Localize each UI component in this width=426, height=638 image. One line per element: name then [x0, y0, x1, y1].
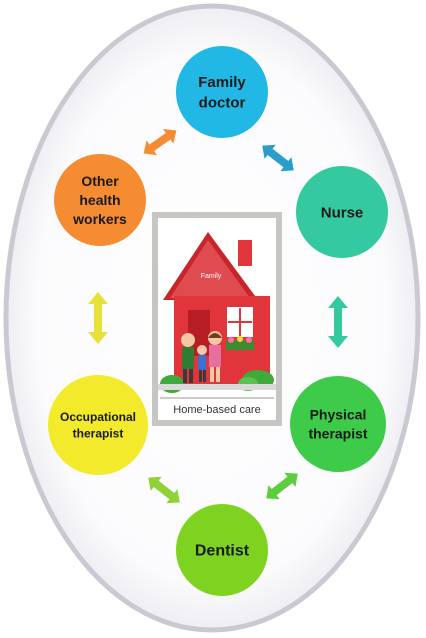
arrow-occupational-other: [88, 292, 108, 344]
arrow-family-nurse: [262, 144, 294, 172]
node-circle-dentist: [176, 504, 268, 596]
family-figures: [181, 331, 222, 383]
node-label-family-doctor: doctor: [199, 94, 246, 111]
center-panel: Family Home-based care: [152, 212, 282, 426]
node-label-family-doctor: Family: [198, 74, 246, 91]
node-circle-other-health-workers: [54, 154, 146, 246]
node-circle-nurse: [296, 166, 388, 258]
house-sign-text: Family: [201, 273, 222, 280]
house-illustration: Family: [158, 232, 276, 393]
node-occupational-therapist: Occupational therapist: [48, 375, 148, 475]
connector-arrows: [88, 128, 348, 504]
node-label-other-health-workers: workers: [72, 211, 127, 227]
node-label-occupational-therapist: Occupational: [60, 410, 136, 424]
node-label-dentist: Dentist: [195, 543, 250, 560]
node-other-health-workers: Other health workers: [54, 154, 146, 246]
node-label-physical-therapist: Physical: [310, 406, 367, 422]
node-label-nurse: Nurse: [321, 204, 364, 221]
center-caption: Home-based care: [173, 404, 260, 416]
arrow-nurse-physical: [328, 296, 348, 348]
node-physical-therapist: Physical therapist: [290, 376, 386, 472]
arrow-physical-dentist: [266, 472, 298, 500]
node-nurse: Nurse: [296, 166, 388, 258]
arrow-dentist-occupational: [148, 476, 180, 504]
arrow-other-family: [143, 128, 177, 156]
node-circle-family-doctor: [176, 46, 268, 138]
node-label-occupational-therapist: therapist: [73, 426, 124, 440]
node-circle-occupational-therapist: [48, 375, 148, 475]
node-circle-physical-therapist: [290, 376, 386, 472]
node-label-other-health-workers: health: [79, 192, 120, 208]
node-dentist: Dentist: [176, 504, 268, 596]
node-family-doctor: Family doctor: [176, 46, 268, 138]
node-label-physical-therapist: therapist: [308, 425, 367, 441]
node-label-other-health-workers: Other: [81, 173, 119, 189]
